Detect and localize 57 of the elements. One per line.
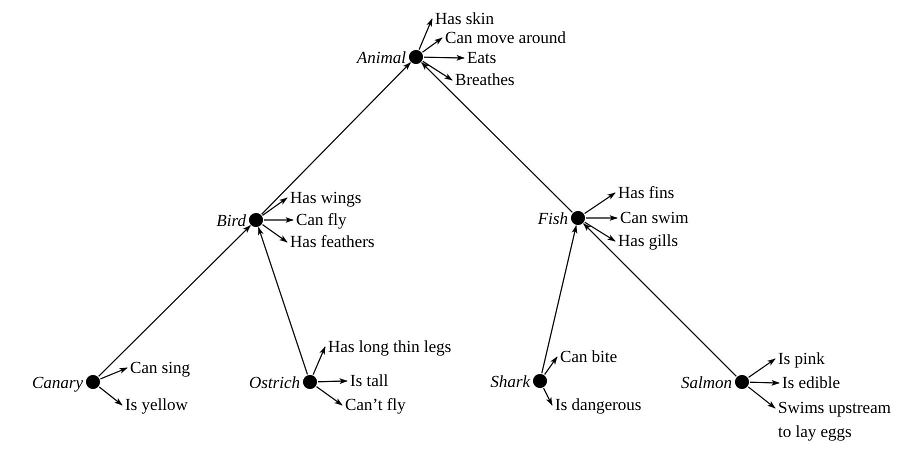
arrow [98,386,123,406]
concept-dot [249,213,263,227]
arrow [100,367,128,380]
property-label: Has wings [290,186,362,210]
arrow [264,217,294,223]
property-label: Has fins [618,181,674,205]
arrow [418,18,433,50]
concept-dot [735,375,749,389]
property-label: Has long thin legs [328,335,452,359]
concept-label: Ostrich [249,372,300,394]
property-label: Has feathers [290,230,374,254]
arrow [543,388,553,406]
property-label: Is tall [350,369,388,393]
concept-label: Bird [216,210,246,232]
arrow [584,192,616,214]
arrow [424,54,465,61]
property-label: Is yellow [125,393,188,417]
property-label: Is pink [778,347,825,371]
property-label: Can swim [620,206,688,230]
arrow [422,60,453,80]
property-label: Can sing [130,356,190,380]
property-label: Is edible [782,371,840,395]
concept-dot [86,375,100,389]
arrow [261,62,411,215]
concept-label: Shark [490,371,530,393]
arrow [586,215,618,221]
concept-label: Fish [538,208,568,230]
arrow [422,38,443,53]
arrow [748,358,776,378]
concept-dot [303,375,317,389]
property-label: Is dangerous [555,393,642,417]
property-label: Has gills [618,229,678,253]
arrow [262,198,288,216]
arrow [583,223,737,377]
arrow [262,224,288,242]
arrow [748,386,776,409]
concept-dot [409,50,423,64]
arrow [318,378,348,384]
concept-label: Animal [356,47,406,69]
concept-label: Canary [32,372,83,394]
arrow [98,225,251,377]
property-label: Breathes [455,68,514,92]
property-label: Can’t fly [345,393,406,417]
arrow [316,386,343,406]
property-label: Can bite [560,345,618,369]
arrow [258,226,308,375]
property-label: Swims upstream to lay eggs [778,396,896,444]
concept-dot [533,374,547,388]
arrow [541,224,578,374]
property-label: Can fly [296,208,347,232]
arrow [421,62,573,213]
concept-label: Salmon [681,372,732,394]
arrow [750,380,780,386]
arrow [584,222,616,242]
concept-dot [571,211,585,225]
arrow [312,346,326,375]
arrow [544,356,558,375]
